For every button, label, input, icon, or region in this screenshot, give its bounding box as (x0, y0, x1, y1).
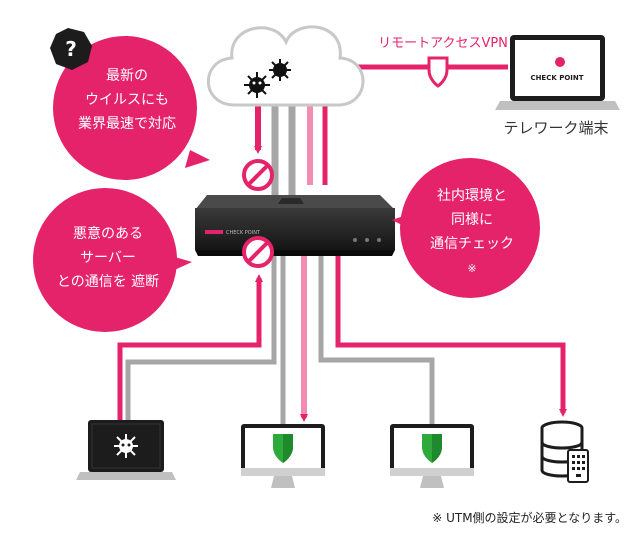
cloud-icon (206, 25, 365, 107)
gray-line-laptop (125, 250, 277, 420)
telework-brand: CHECK POINT (530, 74, 583, 82)
cloud-bubble-line-2: ウイルスにも (85, 92, 169, 108)
block-icon (242, 159, 274, 191)
monitor-icon (390, 424, 474, 488)
cloud-bubble: 最新の ウイルスにも 業界最速で対応 (53, 36, 210, 180)
check-bubble: 社内環境と 同様に 通信チェック ※ (392, 158, 540, 298)
virus-icon (269, 59, 291, 81)
pink-line-server (335, 250, 567, 417)
check-bubble-note: ※ (467, 262, 476, 275)
shield-icon (427, 56, 449, 88)
shield-icon (422, 434, 442, 463)
server-icon (540, 420, 589, 483)
laptop-icon (76, 420, 176, 480)
check-bubble-line-2: 同様に (451, 212, 493, 228)
appliance-icon: CHECK POINT (195, 195, 395, 256)
virus-icon (244, 72, 270, 98)
question-badge-icon: ? (50, 28, 92, 70)
svg-text:?: ? (65, 37, 77, 61)
check-bubble-line-3: 通信チェック (430, 236, 514, 252)
vpn-label: リモートアクセスVPN (378, 36, 508, 51)
laptop-icon: CHECK POINT (495, 35, 620, 110)
block-bubble: 悪意のある サーバー との通信を 遮断 (33, 188, 192, 332)
virus-icon (114, 434, 138, 458)
monitor-icon (241, 424, 325, 488)
footnote: ※ UTM側の設定が必要となります。 (432, 510, 627, 525)
cloud-bubble-line-1: 最新の (106, 68, 148, 84)
gray-line-monitor2 (318, 250, 435, 425)
block-bubble-line-2: サーバー (80, 250, 136, 266)
shield-icon (273, 434, 293, 463)
appliance-brand: CHECK POINT (226, 230, 261, 236)
block-bubble-line-1: 悪意のある (73, 225, 143, 242)
block-icon (242, 236, 274, 268)
pink-line-laptop (117, 274, 263, 420)
telework-label: テレワーク端末 (503, 119, 608, 137)
cloud-bubble-line-3: 業界最速で対応 (78, 116, 176, 132)
check-bubble-line-1: 社内環境と (437, 188, 507, 204)
block-bubble-line-3: との通信を 遮断 (57, 274, 159, 290)
